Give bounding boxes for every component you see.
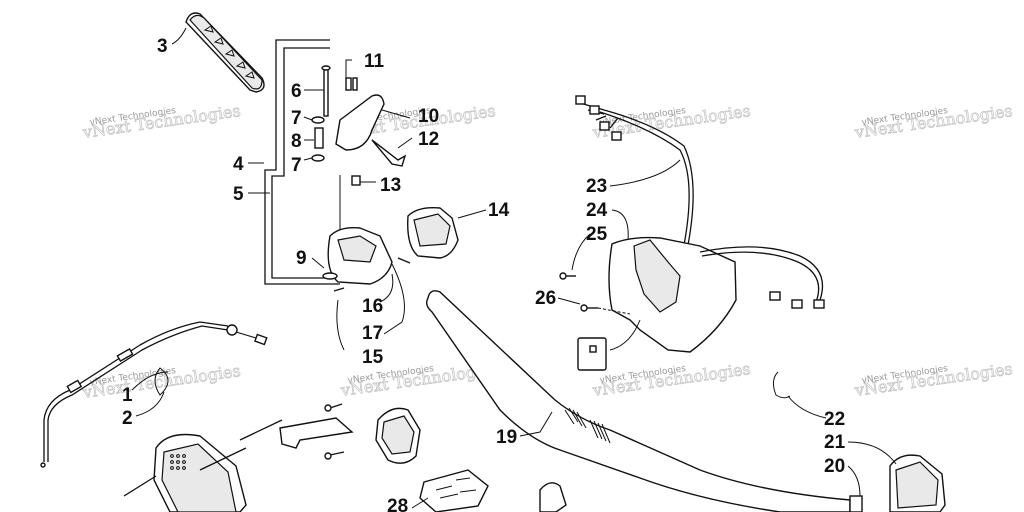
callout-15: 15 xyxy=(362,347,384,368)
callout-19: 19 xyxy=(496,427,517,448)
callout-13: 13 xyxy=(380,175,401,196)
callout-20: 20 xyxy=(824,456,845,477)
throttle-hardware xyxy=(311,65,407,240)
callout-7-upper: 7 xyxy=(291,108,302,129)
callout-3: 3 xyxy=(157,36,168,57)
callout-26: 26 xyxy=(535,288,556,309)
callout-28: 28 xyxy=(387,496,408,512)
callout-11: 11 xyxy=(364,51,385,72)
right-side-components xyxy=(772,371,946,512)
callout-9: 9 xyxy=(296,248,307,269)
switch-housings xyxy=(322,206,459,292)
callout-2: 2 xyxy=(122,408,133,429)
callout-16: 16 xyxy=(362,296,383,317)
callout-21: 21 xyxy=(824,432,846,453)
watermarks: vNext Technologies vNext Technologies vN… xyxy=(80,101,1014,403)
callout-25: 25 xyxy=(586,224,608,245)
callout-24: 24 xyxy=(586,200,608,221)
callout-numbers: 3 11 6 10 7 8 12 7 4 5 13 14 9 16 17 15 … xyxy=(122,36,846,512)
callout-4: 4 xyxy=(233,154,244,175)
callout-22: 22 xyxy=(824,409,845,430)
callout-14: 14 xyxy=(488,200,510,221)
leader-lines xyxy=(131,27,897,509)
callout-6: 6 xyxy=(291,81,302,102)
frame-bracket xyxy=(264,39,340,285)
callout-1: 1 xyxy=(122,385,133,406)
callout-12: 12 xyxy=(418,129,439,150)
callout-8: 8 xyxy=(291,131,302,152)
callout-7-lower: 7 xyxy=(291,155,302,176)
callout-23: 23 xyxy=(586,176,607,197)
callout-10: 10 xyxy=(418,106,439,127)
throttle-cable xyxy=(40,321,268,468)
wiring-harness xyxy=(559,95,825,371)
callout-17: 17 xyxy=(362,323,383,344)
handlebar xyxy=(425,290,851,512)
lower-left-components xyxy=(123,403,567,512)
grip xyxy=(185,12,265,93)
callout-5: 5 xyxy=(233,184,244,205)
